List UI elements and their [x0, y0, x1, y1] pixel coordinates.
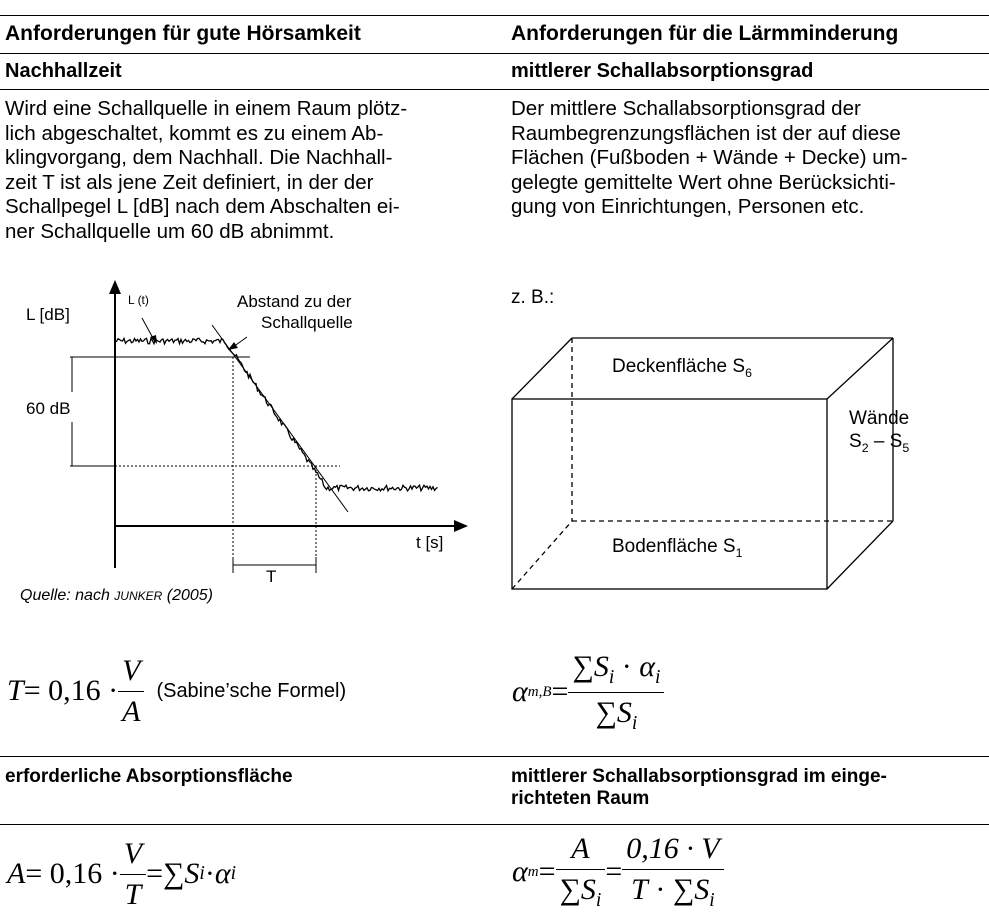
y-axis-label: L [dB]	[26, 305, 70, 324]
room-top-right-edge	[826, 337, 894, 400]
x-axis-label: t [s]	[416, 533, 443, 552]
reverberation-decay-graph: L [dB] L (t) Abstand zu der Schallquelle…	[26, 280, 468, 586]
decay-curve	[114, 336, 438, 493]
section2-title-right: mittlerer Schallabsorptionsgrad im einge…	[511, 766, 887, 809]
source-prefix: Quelle: nach	[20, 587, 115, 604]
room-front-face	[511, 398, 828, 590]
section2-top-rule	[0, 756, 989, 757]
walls-label: Wände S2 – S5	[849, 408, 910, 455]
text-line: zeit T ist als jene Zeit definiert, in d…	[5, 170, 374, 194]
example-label: z. B.:	[511, 287, 555, 308]
room-box-diagram	[511, 337, 894, 590]
level-drop-label: 60 dB	[26, 399, 70, 418]
annotation-arrow-icon	[228, 342, 238, 350]
text-line: Der mittlere Schallabsorptionsgrad der	[511, 97, 861, 120]
x-axis-arrow-icon	[454, 520, 468, 532]
floor-label: Bodenfläche S1	[612, 536, 743, 560]
source-author: Junker	[114, 589, 163, 603]
curve-label-pointer	[141, 317, 155, 341]
curve-label-arrow-icon	[150, 335, 157, 344]
section2-title-rule	[0, 824, 989, 825]
header-rule	[0, 53, 989, 54]
curve-label: L (t)	[128, 293, 149, 307]
section1-title-left: Nachhallzeit	[5, 60, 122, 82]
ceiling-label: Deckenfläche S6	[612, 356, 752, 380]
text-line: gung von Einrichtungen, Personen etc.	[511, 195, 865, 218]
top-rule	[0, 15, 989, 16]
interval-label: T	[266, 567, 276, 586]
section1-title-right: mittlerer Schallabsorptionsgrad	[511, 60, 814, 82]
text-line: lich abgeschaltet, kommt es zu einem Ab-	[5, 121, 384, 145]
furnished-fraction-2: 0,16 · V T · ∑Si	[622, 832, 724, 912]
annotation-line-1: Abstand zu der	[237, 292, 352, 311]
text-line: Flächen (Fußboden + Wände + Decke) um-	[511, 146, 908, 169]
header-right: Anforderungen für die Lärmminderung	[511, 22, 899, 45]
reverberation-description: Wird eine Schallquelle in einem Raum plö…	[5, 97, 500, 244]
text-line: ner Schallquelle um 60 dB abnimmt.	[5, 219, 335, 243]
room-hidden-floor-left-edge	[511, 520, 573, 590]
y-axis-arrow-icon	[109, 280, 121, 294]
furnished-fraction-1: A ∑Si	[555, 832, 606, 912]
room-top-left-edge	[511, 337, 573, 400]
mean-absorption-fraction: ∑Si · αi ∑Si	[568, 650, 665, 735]
text-line: gelegte gemittelte Wert ohne Berücksicht…	[511, 170, 896, 194]
section2-title-left: erforderliche Absorptionsfläche	[5, 766, 293, 787]
header-left: Anforderungen für gute Hörsamkeit	[5, 22, 361, 45]
text-line: Raumbegrenzungsflächen ist der auf diese	[511, 121, 901, 145]
room-bottom-right-edge	[826, 520, 894, 590]
graph-source: Quelle: nach Junker (2005)	[20, 587, 213, 605]
text-line: Wird eine Schallquelle in einem Raum plö…	[5, 97, 408, 120]
section1-title-rule	[0, 89, 989, 90]
source-year: (2005)	[162, 587, 213, 604]
absorption-description: Der mittlere Schallabsorptionsgrad der R…	[511, 97, 989, 220]
text-line: klingvorgang, dem Nachhall. Die Nachhall…	[5, 146, 393, 169]
annotation-line-2: Schallquelle	[261, 313, 353, 332]
sabine-note: (Sabine’sche Formel)	[156, 679, 347, 702]
text-line: Schallpegel L [dB] nach dem Abschalten e…	[5, 195, 400, 218]
